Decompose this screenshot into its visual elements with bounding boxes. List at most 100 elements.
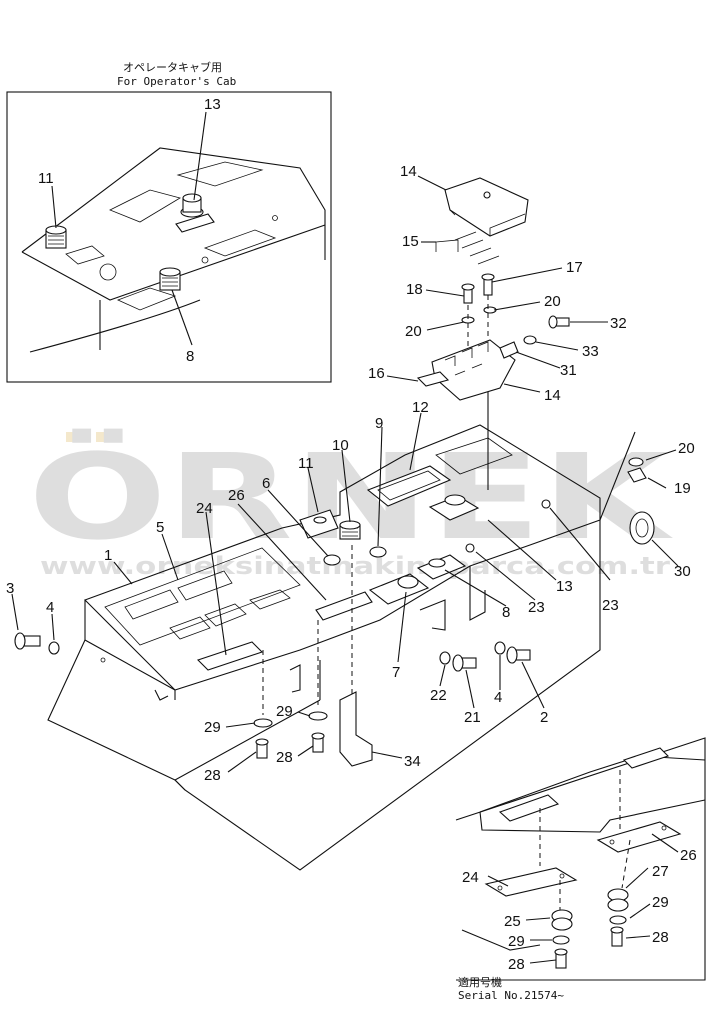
panel-12: [366, 465, 452, 507]
part-label: 26: [228, 487, 245, 504]
part-label: 29: [276, 703, 293, 720]
part-label: 20: [544, 293, 561, 310]
clip-31: [499, 341, 519, 359]
inset-console-lower: [479, 799, 706, 833]
inset-label: 13: [204, 96, 221, 113]
part-label: 34: [404, 753, 421, 770]
watermark-url: www.orneksinatmakinaparca.com.tr: [40, 552, 670, 580]
inset-panel-5: [65, 245, 105, 265]
part-label: 11: [298, 455, 314, 472]
inset-label: 8: [186, 348, 194, 365]
part-label: 7: [392, 664, 400, 681]
inset-slot-1: [498, 794, 560, 822]
part-label: 4: [46, 599, 54, 616]
inset-panel-2: [176, 161, 264, 187]
part-label: 22: [430, 687, 447, 704]
inset-serial-label: 25: [504, 913, 521, 930]
nut-19: [627, 467, 647, 483]
part-label: 33: [582, 343, 599, 360]
inset-leader-11: [51, 185, 57, 229]
part-label: 1: [104, 547, 112, 564]
hole-23-a: [465, 543, 475, 553]
gauge-window-3: [204, 603, 247, 627]
console-top-surface: [84, 424, 601, 691]
inset-serial-label: 26: [680, 847, 697, 864]
part-label: 20: [678, 440, 695, 457]
main-console: [47, 424, 636, 871]
inset-serial: 26 24 27 25 29 29 28 28 適用号機 Serial No.2…: [455, 737, 706, 1002]
side-parts: [627, 457, 655, 545]
inset-console-top-edge: [21, 147, 326, 260]
inset-switch-8: [159, 267, 181, 291]
part-label: 10: [332, 437, 349, 454]
part-label: 9: [375, 415, 383, 432]
bracket-left: [289, 664, 301, 693]
inset-plate-24: [484, 867, 578, 897]
part-label: 21: [464, 709, 481, 726]
inset-panel-4: [116, 287, 177, 311]
plate-11: [299, 509, 339, 539]
washer-33: [523, 335, 537, 345]
part-label: 20: [405, 323, 422, 340]
hole-23-b: [541, 499, 551, 509]
lower-fasteners: [253, 691, 373, 767]
part-label: 19: [674, 480, 691, 497]
washer-4-right: [494, 641, 506, 655]
main-labels: 14 15 17 18 20 32 20 33 31 16 14 12 9 10…: [6, 163, 695, 784]
serial-number: Serial No.21574~: [458, 989, 564, 1002]
main-leaders: [11, 175, 679, 773]
console-step: [174, 699, 321, 791]
inset-serial-label: 24: [462, 869, 479, 886]
inset-operator-cab: オペレータキャブ用 For Operator's Cab: [6, 60, 332, 383]
grommet-30: [629, 511, 655, 545]
relay-box-assembly: [262, 177, 570, 715]
bracket-right: [469, 566, 486, 621]
inset-serial-label: 28: [652, 929, 669, 946]
knob-7: [397, 575, 419, 589]
watermark-brand: ÖRNEK: [28, 428, 674, 566]
bracket-front: [154, 689, 169, 701]
front-fasteners: [14, 632, 531, 672]
switch-10: [339, 520, 361, 540]
washer-4-left: [48, 641, 60, 655]
console-lower-left: [47, 639, 176, 781]
inset-washer-29-a: [609, 915, 627, 925]
part-label: 8: [502, 604, 510, 621]
inset-caption-jp: オペレータキャブ用: [123, 60, 222, 74]
inset-knob-small: [99, 263, 117, 281]
part-label: 15: [402, 233, 419, 250]
part-label: 2: [540, 709, 548, 726]
inset-serial-label: 28: [508, 956, 525, 973]
gauge-window-5: [249, 589, 291, 610]
part-label: 30: [674, 563, 691, 580]
watermark: ÖRNEK www.orneksinatmakinaparca.com.tr: [28, 428, 674, 580]
slot-cover-24: [196, 641, 264, 671]
part-label: 16: [368, 365, 385, 382]
inset-console-curve: [29, 299, 201, 353]
inset-caption-en: For Operator's Cab: [117, 75, 236, 88]
recess-top: [435, 437, 513, 475]
part-label: 24: [196, 500, 213, 517]
bracket-mid: [419, 599, 446, 631]
part-label: 31: [560, 362, 577, 379]
watermark-dot-2: [96, 432, 110, 442]
screws-15: [454, 231, 500, 265]
inset-serial-label: 29: [652, 894, 669, 911]
washer-20-right: [628, 457, 644, 467]
part-label: 23: [528, 599, 545, 616]
part-label: 18: [406, 281, 423, 298]
cap-9: [369, 546, 387, 558]
cover-14: [444, 177, 529, 237]
bracket-16: [416, 371, 450, 387]
inset-switch-11: [45, 225, 67, 249]
part-label: 28: [276, 749, 293, 766]
part-label: 5: [156, 519, 164, 536]
inset-console-upper: [479, 755, 706, 813]
part-label: 14: [544, 387, 561, 404]
inset-console-front-edge: [21, 224, 326, 301]
part-label: 12: [412, 399, 429, 416]
bracket-34: [339, 691, 373, 767]
console-rear-edge: [599, 431, 636, 521]
washer-22: [439, 651, 451, 665]
gauge-window-1: [124, 589, 179, 620]
